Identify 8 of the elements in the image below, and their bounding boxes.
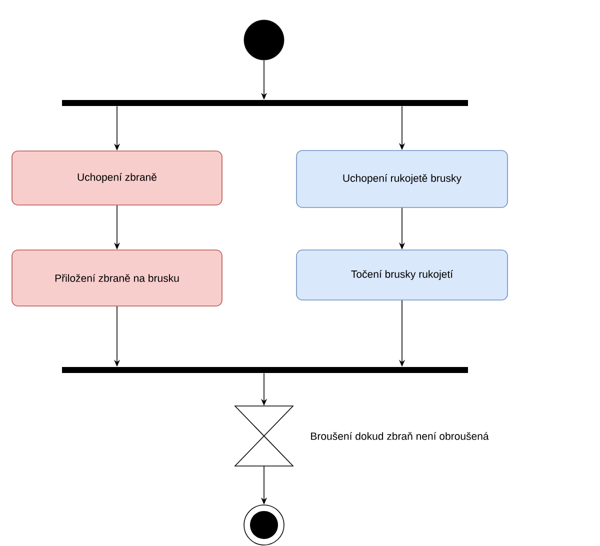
end-circle [244, 504, 284, 546]
action-box: Točení brusky rukojetí [296, 250, 508, 300]
hourglass-shape [234, 406, 294, 466]
action-box: Přiložení zbraně na brusku [12, 250, 222, 306]
node-caption: Broušení dokud zbraň není obroušená [311, 432, 489, 440]
action-box: Uchopení rukojetě brusky [296, 150, 508, 208]
start-circle [244, 20, 284, 60]
action-box: Uchopení zbraně [12, 150, 222, 206]
